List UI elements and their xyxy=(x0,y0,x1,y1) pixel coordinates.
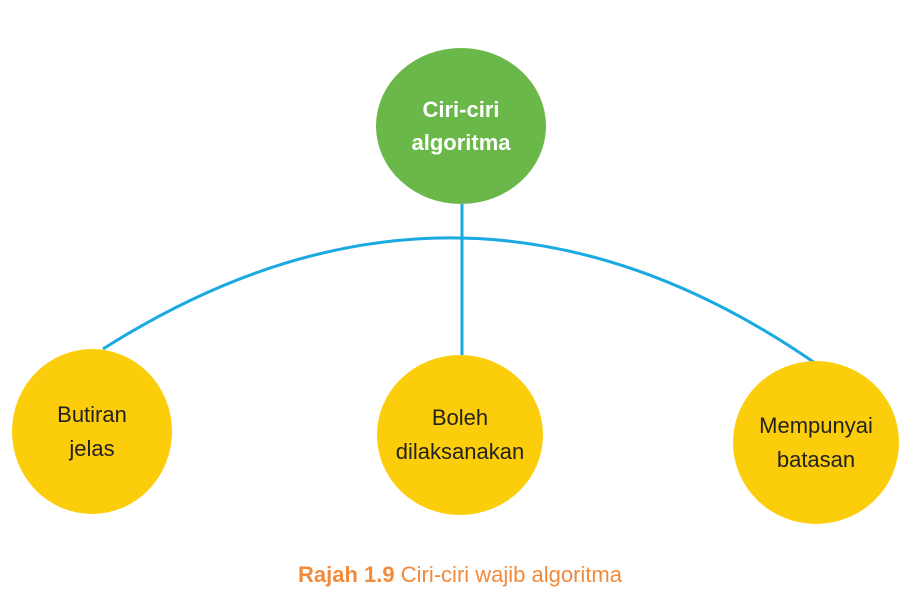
child-node-boleh-dilaksanakan: Boleh dilaksanakan xyxy=(377,355,543,515)
figure-caption: Rajah 1.9 Ciri-ciri wajib algoritma xyxy=(0,562,920,588)
child-node-line-2: jelas xyxy=(69,435,115,461)
caption-label: Rajah 1.9 xyxy=(298,562,395,587)
root-node-ciri-ciri-algoritma: Ciri-ciri algoritma xyxy=(376,48,546,204)
child-node-line-2: dilaksanakan xyxy=(395,439,525,464)
child-node-butiran-jelas: Butiran jelas xyxy=(12,349,172,514)
child-node-line-1: Boleh xyxy=(431,405,489,430)
child-node-line-2: batasan xyxy=(776,446,856,472)
root-node-line-2: algoritma xyxy=(411,130,511,155)
arc-connector xyxy=(102,236,816,365)
child-node-line-1: Mempunyai xyxy=(759,412,873,438)
child-node-mempunyai-batasan: Mempunyai batasan xyxy=(733,361,899,524)
root-node-line-1: Ciri-ciri xyxy=(422,97,500,122)
caption-text: Ciri-ciri wajib algoritma xyxy=(400,562,622,587)
child-node-line-1: Butiran xyxy=(57,401,127,427)
